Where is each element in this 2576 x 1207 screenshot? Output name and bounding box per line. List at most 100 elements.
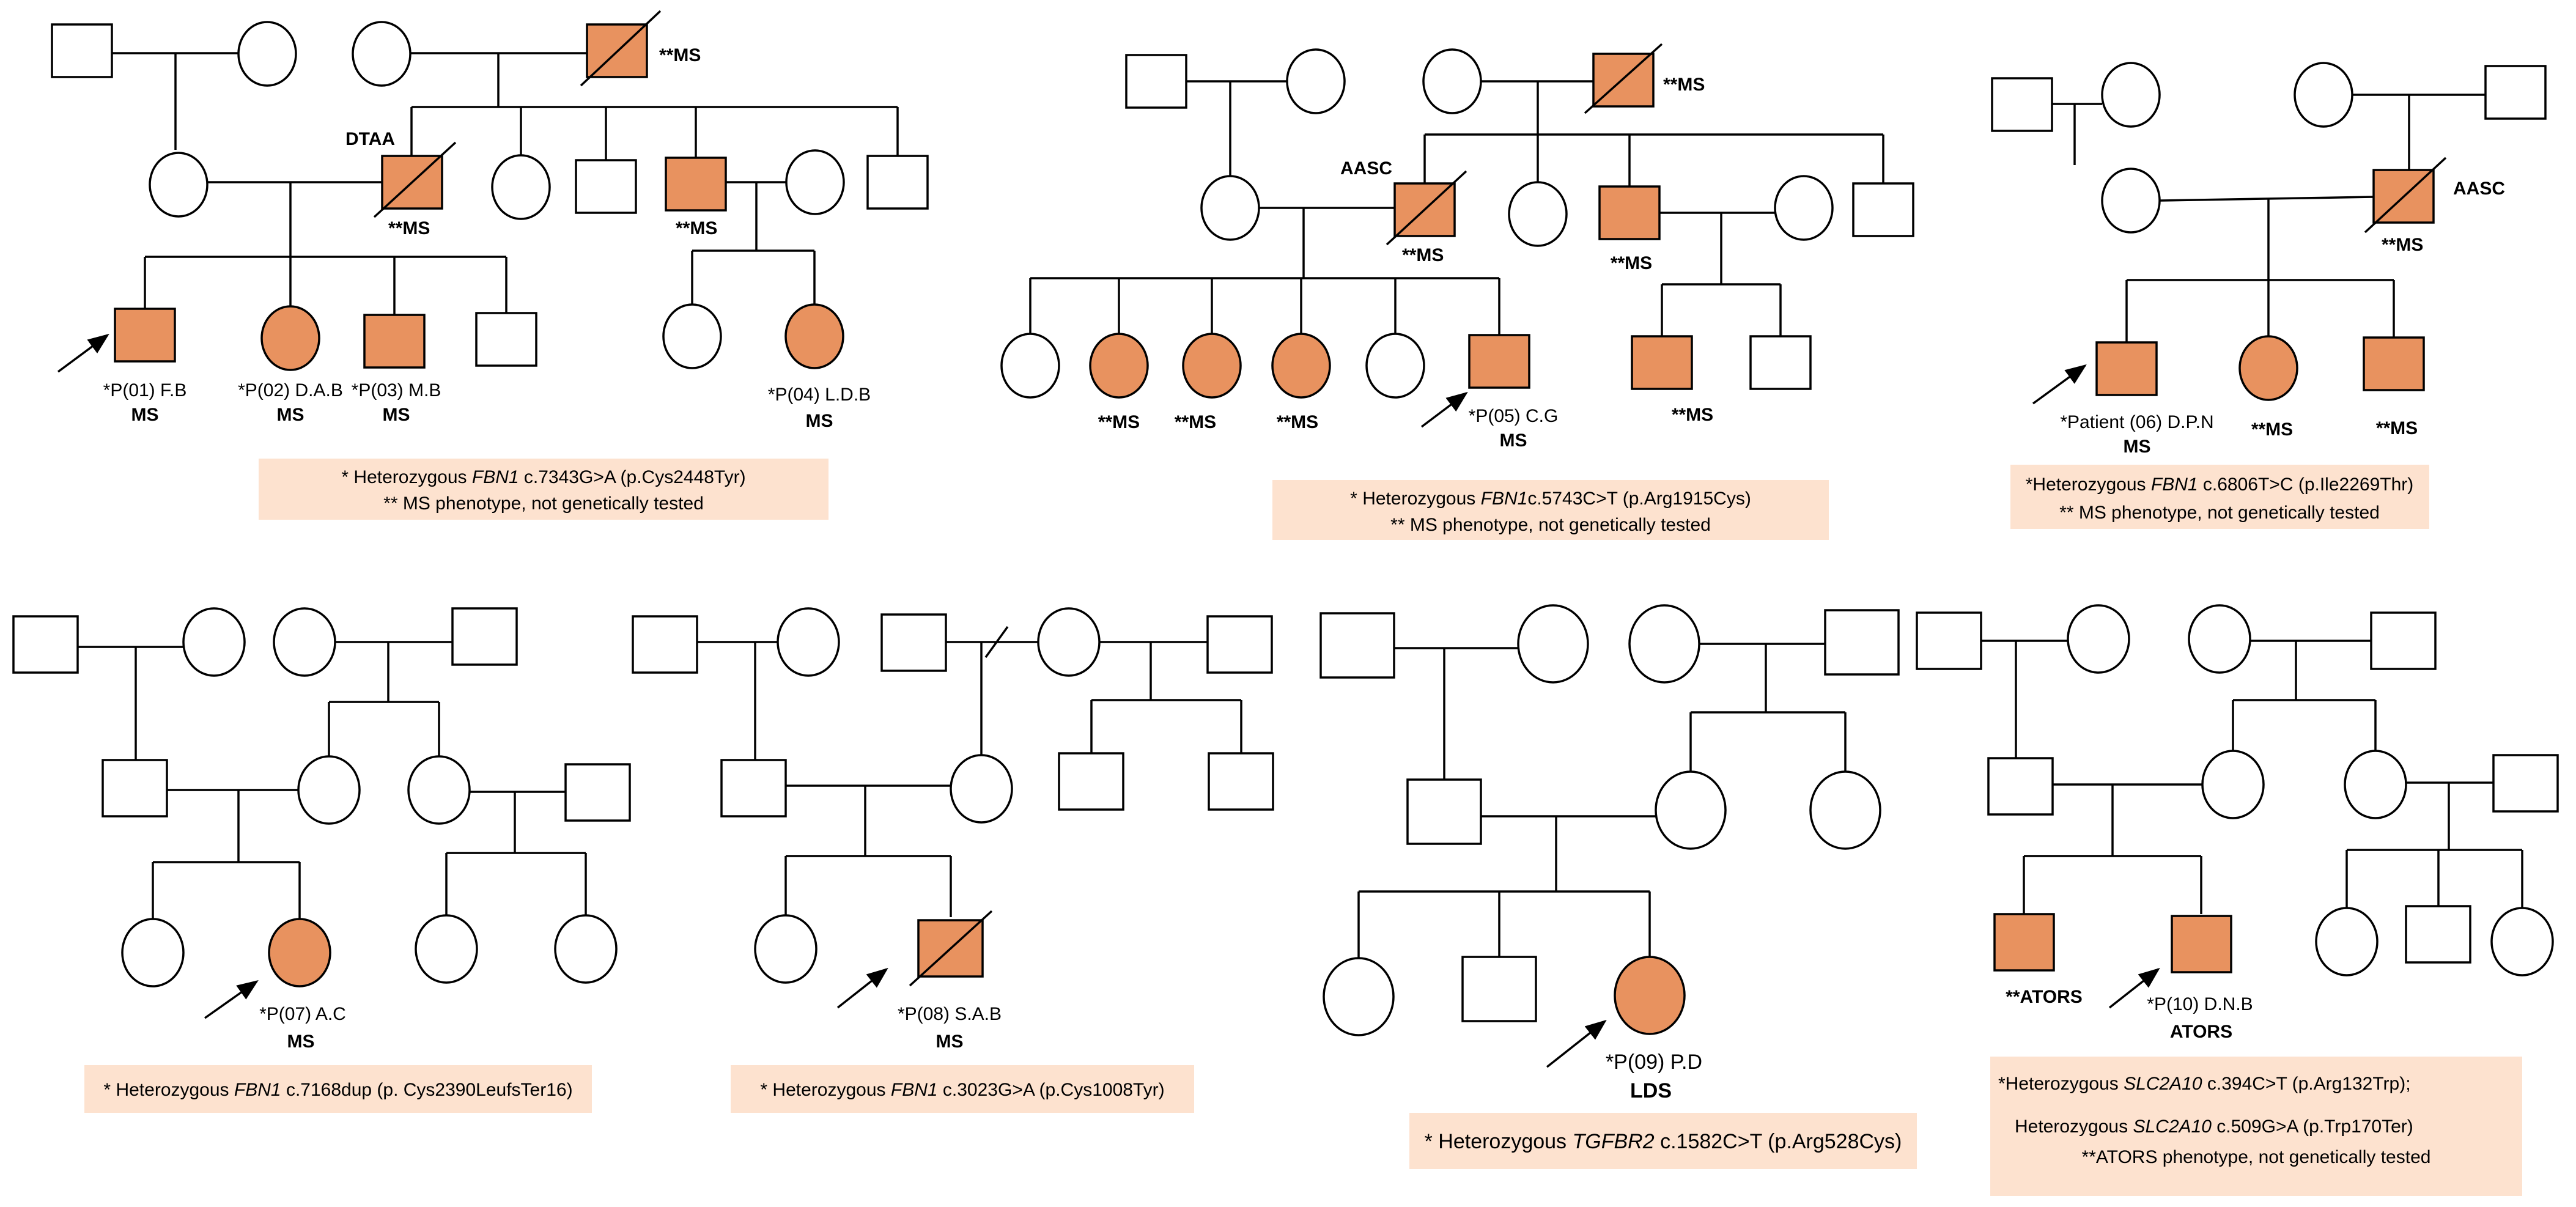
p2-note-line1: * Heterozygous FBN1c.5743C>T (p.Arg1915C… xyxy=(1350,489,1751,509)
p4-note-box xyxy=(84,1065,592,1113)
p6-gf-maternal xyxy=(1319,612,1395,679)
p6-note-line1: * Heterozygous TGFBR2 c.1582C>T (p.Arg52… xyxy=(1425,1130,1902,1153)
p3-label-ms-sister: **MS xyxy=(2251,419,2293,440)
p2-label-ms-uncle: **MS xyxy=(1611,253,1652,273)
p6-sibling-1 xyxy=(1323,957,1395,1036)
p1-proband-02 xyxy=(260,305,320,371)
p1-mother xyxy=(149,152,209,218)
p3-sister-affected xyxy=(2238,335,2298,401)
p7-gf-maternal xyxy=(1916,611,1982,670)
p5-proband-08-id: *P(08) S.A.B xyxy=(898,1004,1002,1024)
p5-note-box xyxy=(731,1065,1194,1113)
p4-proband-07-dx: MS xyxy=(287,1032,315,1052)
p7-gm-maternal xyxy=(2067,604,2130,674)
p2-mother xyxy=(1200,175,1260,241)
p6-proband-09 xyxy=(1614,956,1686,1035)
p4-proband-07-id: *P(07) A.C xyxy=(259,1004,346,1024)
p2-child-1 xyxy=(1000,333,1060,399)
p7-aunt-spouse xyxy=(2492,754,2559,813)
p2-gf-maternal xyxy=(1125,54,1187,109)
p1-uncle-1 xyxy=(575,159,637,214)
p2-uncle-spouse xyxy=(1774,175,1834,241)
p7-sibling-affected xyxy=(1993,913,2055,972)
p2-proband-05-dx: MS xyxy=(1500,430,1527,451)
p1-sibling-unaffected xyxy=(475,312,537,367)
p2-child-4-affected xyxy=(1271,333,1331,399)
p1-proband-03 xyxy=(363,314,426,369)
p7-proband-arrow xyxy=(2108,967,2160,1009)
p1-proband-04-dx: MS xyxy=(806,411,833,431)
p7-label-ators-sibling: **ATORS xyxy=(2006,987,2083,1007)
p4-mother xyxy=(297,755,361,825)
p1-label-ms-grandfather: **MS xyxy=(659,45,701,65)
p7-cousin-1 xyxy=(2315,907,2379,976)
p3-gm-paternal xyxy=(2294,62,2353,128)
p3-label-ms-brother: **MS xyxy=(2376,418,2418,438)
p2-label-ms-c3: **MS xyxy=(1175,412,1216,432)
p4-father xyxy=(101,759,168,818)
p5-gm-maternal xyxy=(777,607,840,677)
p2-proband-arrow xyxy=(1420,391,1468,428)
p2-aunt xyxy=(1508,181,1568,247)
p3-gm-maternal xyxy=(2101,62,2161,128)
p1-gm-paternal xyxy=(352,21,411,87)
p2-note-line2: ** MS phenotype, not genetically tested xyxy=(1390,515,1711,535)
p5-mother xyxy=(950,754,1013,824)
p1-label-dtaa: DTAA xyxy=(345,129,395,149)
p5-father xyxy=(720,759,787,818)
p1-proband-02-id: *P(02) D.A.B xyxy=(238,380,343,400)
p2-label-ms-grandfather: **MS xyxy=(1663,75,1705,95)
p1-proband-04 xyxy=(784,303,844,369)
p2-child-3-affected xyxy=(1182,333,1242,399)
p3-gf-paternal xyxy=(2484,65,2547,120)
p6-proband-arrow xyxy=(1546,1019,1607,1068)
p4-gf-paternal xyxy=(451,607,518,666)
p5-uncle-2 xyxy=(1208,752,1274,811)
p2-gm-maternal xyxy=(1286,48,1346,114)
p6-sibling-2 xyxy=(1461,956,1537,1022)
p2-uncle-2 xyxy=(1852,182,1914,237)
p3-note-box xyxy=(2010,465,2429,529)
p1-note-line1: * Heterozygous FBN1 c.7343G>A (p.Cys2448… xyxy=(341,467,745,487)
p7-proband-10-id: *P(10) D.N.B xyxy=(2147,994,2253,1014)
p6-father xyxy=(1406,778,1482,845)
p6-proband-09-id: *P(09) P.D xyxy=(1606,1050,1702,1074)
p6-aunt xyxy=(1809,770,1881,850)
p2-note-box xyxy=(1272,480,1829,540)
p2-cousin-affected xyxy=(1631,335,1693,390)
p1-proband-03-id: *P(03) M.B xyxy=(352,380,441,400)
p6-gm-paternal xyxy=(1628,604,1700,684)
p4-gm-paternal xyxy=(273,607,336,677)
p1-proband-03-dx: MS xyxy=(383,405,410,425)
p1-label-ms-father: **MS xyxy=(388,218,430,238)
p7-father xyxy=(1987,757,2054,816)
p2-child-5 xyxy=(1365,333,1425,399)
p2-proband-05-id: *P(05) C.G xyxy=(1469,406,1559,426)
p5-uncle-1 xyxy=(1058,752,1124,811)
p2-gm-paternal xyxy=(1422,48,1482,114)
p4-note-line1: * Heterozygous FBN1 c.7168dup (p. Cys239… xyxy=(103,1080,572,1100)
p3-label-aasc: AASC xyxy=(2453,179,2505,199)
p4-proband-07 xyxy=(268,918,331,987)
p1-label-ms-uncle: **MS xyxy=(676,218,717,238)
p1-uncle-2 xyxy=(866,155,929,210)
pedigree-1: **MS DTAA **MS **MS xyxy=(51,10,929,520)
p1-gf-maternal xyxy=(51,23,113,78)
p6-proband-09-dx: LDS xyxy=(1630,1079,1672,1102)
p1-uncle-spouse xyxy=(785,149,845,215)
pedigree-3: AASC **MS *Patient (06) D.P.N MS **MS **… xyxy=(1991,62,2547,529)
p2-gf-paternal-affected xyxy=(1592,53,1655,108)
p1-cousin-unaffected xyxy=(662,303,722,369)
p4-gm-maternal xyxy=(182,607,246,677)
p5-gf-maternal xyxy=(632,615,698,674)
p4-gf-maternal xyxy=(12,615,79,674)
p2-child-2-affected xyxy=(1089,333,1149,399)
p3-brother-affected xyxy=(2363,336,2425,391)
p5-gf2 xyxy=(1206,615,1273,674)
pedigree-7: **ATORS *P(10) D.N.B ATORS *Heterozygous… xyxy=(1916,604,2559,1196)
p4-cousin-2 xyxy=(554,914,618,984)
p4-cousin-1 xyxy=(415,914,478,984)
p7-note-line1: *Heterozygous SLC2A10 c.394C>T (p.Arg132… xyxy=(1998,1074,2411,1094)
p7-cousin-2 xyxy=(2405,905,2471,964)
p7-note-line2: Heterozygous SLC2A10 c.509G>A (p.Trp170T… xyxy=(2015,1117,2413,1137)
